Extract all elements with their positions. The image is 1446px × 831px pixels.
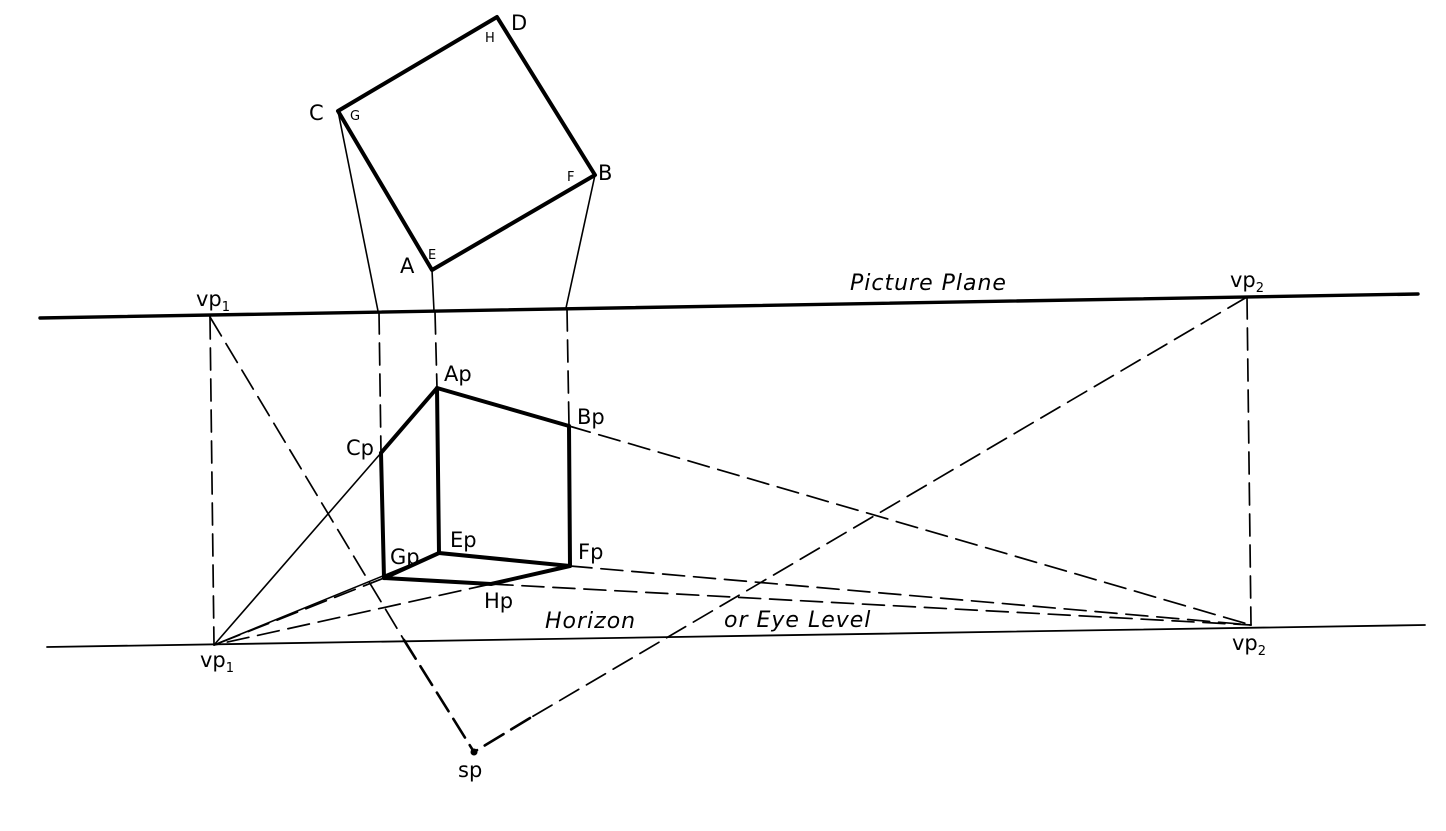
label-ep: Ep [450,528,477,552]
plan-label-f: F [567,170,574,185]
line-cp-vp1 [213,452,382,646]
plan-label-a: A [400,254,415,278]
label-vp1-top: vp1 [196,287,230,315]
box-top-edges [379,386,571,455]
line-hp-vp2 [490,583,1252,626]
ray-sp-to-vp2-lower [472,716,532,754]
plan-label-h: H [485,31,495,46]
drop-vp2 [1246,296,1252,626]
ray-sp-to-vp2 [529,296,1248,719]
label-gp: Gp [390,545,420,569]
picture-plane-line [38,292,1420,320]
label-fp: Fp [578,540,603,564]
label-vp2-top: vp2 [1230,268,1264,296]
plan-label-g: G [350,109,360,124]
box-edge-c-g [379,451,386,580]
box-edge-b-f [567,424,572,568]
plan-square [336,15,597,272]
projector-b [565,174,596,309]
line-hp-vp1 [213,583,492,646]
eye-level-label: or Eye Level [724,608,871,633]
station-point-dot [470,748,478,756]
picture-plane-label: Picture Plane [850,271,1007,296]
projector-a [431,269,435,312]
line-bp-vp2 [568,425,1252,626]
label-ap: Ap [444,362,472,386]
ray-vp1-to-sp-lower [402,638,476,754]
drop-vp1 [209,316,215,646]
drop-c [378,311,382,454]
projector-c [337,110,379,312]
label-vp1-bottom: vp1 [200,648,234,676]
drop-b [566,308,570,427]
label-bp: Bp [577,405,605,429]
ray-vp1-to-sp [209,316,405,641]
plan-label-c: C [309,101,324,125]
box-bottom-edges [382,551,572,586]
plan-label-d: D [511,11,527,35]
drop-a [434,311,438,389]
line-gp-vp1 [213,577,385,646]
label-hp: Hp [484,589,513,613]
horizon-label: Horizon [545,609,636,634]
line-fp-vp2 [569,565,1252,626]
plan-label-e: E [428,248,436,263]
label-sp: sp [458,758,482,782]
plan-label-b: B [598,161,612,185]
label-vp2-bottom: vp2 [1232,631,1266,659]
box-edge-a-e [435,386,441,555]
label-cp: Cp [346,436,374,460]
horizon-line [46,624,1426,648]
